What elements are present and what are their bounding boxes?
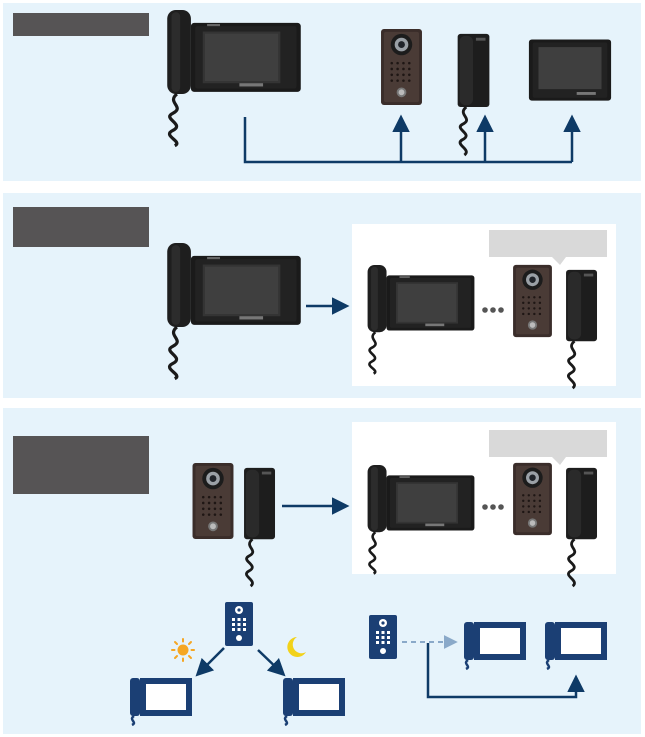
transfer-solid-arrow bbox=[426, 643, 585, 699]
ellipsis-icon bbox=[482, 307, 504, 313]
panel2-target-door-station bbox=[513, 264, 552, 338]
panel1-master-station bbox=[165, 10, 303, 148]
panel2-target-master bbox=[366, 265, 476, 375]
panel3-door-station bbox=[192, 462, 234, 540]
moon-icon bbox=[287, 637, 306, 657]
panel3-label bbox=[13, 436, 149, 494]
transfer-monitor-1-icon bbox=[462, 620, 528, 670]
panel3-target-sub-station bbox=[565, 466, 599, 588]
panel2-master-station bbox=[165, 243, 303, 381]
panel3-callout bbox=[489, 430, 607, 457]
sun-icon bbox=[171, 638, 195, 662]
transfer-monitor-2-icon bbox=[543, 620, 609, 670]
routing-arrows bbox=[195, 647, 286, 677]
routing-night-monitor-icon bbox=[281, 676, 347, 726]
routing-door-station-icon bbox=[225, 602, 253, 646]
routing-day-monitor-icon bbox=[128, 676, 194, 726]
panel2-label bbox=[13, 207, 149, 247]
transfer-door-station-icon bbox=[369, 615, 397, 659]
panel2-target-sub-station bbox=[565, 268, 599, 390]
panel1-label bbox=[13, 13, 149, 36]
panel3-sub-station bbox=[242, 466, 277, 588]
ellipsis-icon bbox=[482, 504, 504, 510]
panel1-monitor-station bbox=[528, 39, 612, 101]
panel2-callout-pointer bbox=[552, 257, 566, 265]
panel3-callout-pointer bbox=[552, 457, 566, 465]
panel2-callout bbox=[489, 230, 607, 257]
panel1-door-station bbox=[381, 28, 422, 106]
panel3-target-master bbox=[366, 465, 476, 575]
panel1-connection-lines bbox=[243, 114, 581, 164]
panel3-target-door-station bbox=[513, 462, 552, 536]
